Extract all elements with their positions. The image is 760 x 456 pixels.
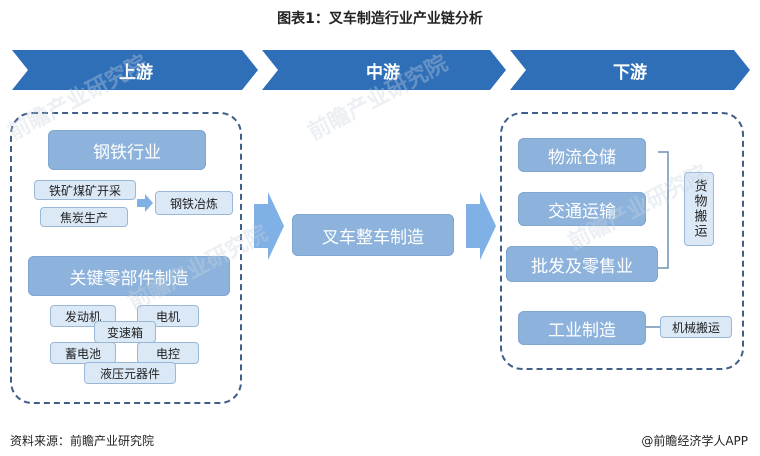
part-battery: 蓄电池	[50, 342, 116, 364]
mining-box: 铁矿煤矿开采	[34, 180, 136, 200]
source-note: 资料来源：前瞻产业研究院	[10, 434, 155, 448]
brand-note: @前瞻经济学人APP	[641, 434, 748, 448]
forklift-manufacturing-box: 叉车整车制造	[292, 214, 454, 256]
bracket-icon	[658, 151, 669, 269]
steel-industry-box: 钢铁行业	[48, 130, 206, 170]
key-parts-box: 关键零部件制造	[28, 256, 230, 296]
wholesale-retail-box: 批发及零售业	[506, 246, 658, 282]
connector-line	[646, 326, 660, 328]
part-hydraulics: 液压元器件	[84, 362, 176, 384]
downstream-chevron	[510, 50, 750, 90]
small-arrow-icon	[137, 194, 153, 212]
upstream-chevron	[12, 50, 258, 90]
part-gearbox: 变速箱	[94, 321, 156, 343]
stage-label-midstream: 中游	[366, 63, 400, 83]
part-electronic-control: 电控	[137, 342, 199, 364]
logistics-box: 物流仓储	[518, 138, 646, 172]
stage-label-downstream: 下游	[613, 63, 647, 83]
flow-arrow-icon	[254, 192, 284, 260]
flow-arrow-icon	[466, 192, 496, 260]
chart-title: 图表1：叉车制造行业产业链分析	[277, 11, 483, 27]
midstream-chevron	[262, 50, 506, 90]
cargo-handling-label: 货物搬运	[684, 172, 714, 246]
stage-header-bar	[12, 50, 750, 90]
industrial-manufacturing-box: 工业制造	[518, 311, 646, 345]
coke-box: 焦炭生产	[40, 207, 128, 227]
mechanical-handling-box: 机械搬运	[660, 316, 732, 338]
transport-box: 交通运输	[518, 192, 646, 226]
steel-smelting-box: 钢铁冶炼	[155, 191, 233, 215]
stage-label-upstream: 上游	[119, 63, 153, 83]
